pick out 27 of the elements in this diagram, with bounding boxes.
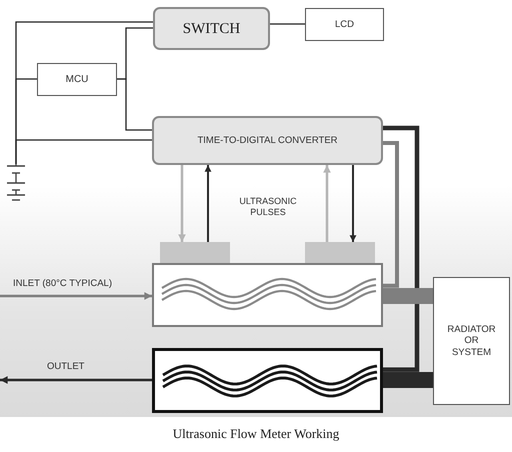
process-box: LCD xyxy=(305,8,384,41)
arrow xyxy=(204,165,212,242)
connector-line xyxy=(270,23,305,25)
arrow xyxy=(178,165,186,242)
arrow xyxy=(0,292,152,300)
process-box: RADIATOR OR SYSTEM xyxy=(433,277,510,405)
text-label: ULTRASONIC PULSES xyxy=(238,196,298,218)
process-box: MCU xyxy=(37,63,117,96)
pipe-section xyxy=(152,263,383,327)
arrow xyxy=(350,165,356,242)
thick-connector xyxy=(383,372,433,388)
edge-label: OUTLET xyxy=(47,361,84,372)
thick-connector xyxy=(383,126,420,372)
transducer-block xyxy=(305,242,375,263)
thick-connector xyxy=(383,288,433,304)
rounded-process-box: SWITCH xyxy=(153,7,270,50)
figure-caption: Ultrasonic Flow Meter Working xyxy=(172,426,340,442)
connector-line xyxy=(15,139,152,164)
transducer-block xyxy=(160,242,230,263)
thick-connector xyxy=(383,141,399,288)
edge-label: INLET (80°C TYPICAL) xyxy=(13,278,112,290)
battery-symbol xyxy=(6,164,26,202)
rounded-process-box: TIME-TO-DIGITAL CONVERTER xyxy=(152,116,383,165)
arrow xyxy=(323,165,331,242)
pipe-section xyxy=(152,348,383,413)
connector-line xyxy=(117,78,152,131)
arrow xyxy=(0,376,152,384)
